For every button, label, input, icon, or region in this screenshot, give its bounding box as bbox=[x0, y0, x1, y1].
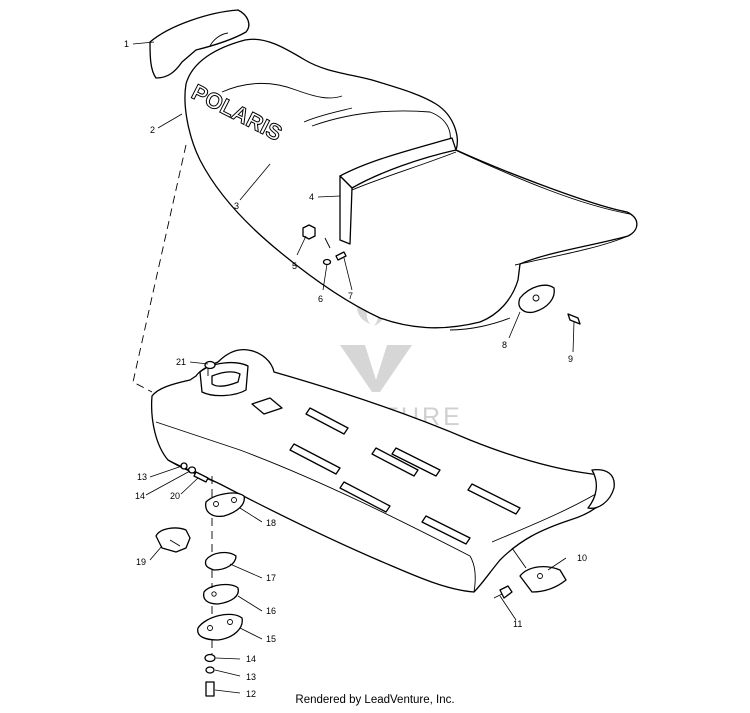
callout-8: 8 bbox=[502, 340, 507, 350]
callout-16: 16 bbox=[266, 606, 276, 616]
callout-13-lower: 13 bbox=[246, 672, 256, 682]
seat-assembly-part-2 bbox=[184, 38, 638, 331]
rear-bracket-part-10 bbox=[511, 547, 567, 593]
callout-20: 20 bbox=[170, 491, 180, 501]
callout-21: 21 bbox=[176, 357, 186, 367]
plate-part-16 bbox=[202, 583, 239, 605]
callout-10: 10 bbox=[577, 553, 587, 563]
callout-9: 9 bbox=[568, 354, 573, 364]
callout-4: 4 bbox=[309, 192, 314, 202]
callout-15: 15 bbox=[266, 634, 276, 644]
callout-6: 6 bbox=[318, 294, 323, 304]
hardware-parts-13-14-20-upper bbox=[180, 462, 209, 483]
callout-3: 3 bbox=[234, 201, 239, 211]
seat-pan-base bbox=[150, 348, 615, 593]
leader-lines bbox=[132, 41, 575, 694]
alignment-dashed-line bbox=[132, 144, 187, 393]
seat-latch-bracket-part-8 bbox=[518, 284, 581, 325]
callout-14-lower: 14 bbox=[246, 654, 256, 664]
callout-7: 7 bbox=[348, 291, 353, 301]
footer-credit: Rendered by LeadVenture, Inc. bbox=[295, 694, 455, 706]
callout-18: 18 bbox=[266, 518, 276, 528]
callout-11: 11 bbox=[513, 619, 522, 629]
callout-17: 17 bbox=[266, 573, 276, 583]
callout-19: 19 bbox=[136, 557, 146, 567]
callout-13-upper: 13 bbox=[137, 472, 147, 482]
callout-2: 2 bbox=[150, 125, 155, 135]
callout-5: 5 bbox=[292, 261, 297, 271]
callout-numbers: 1 2 3 4 5 6 7 8 9 10 11 12 13 13 14 14 1… bbox=[124, 39, 587, 699]
callout-12: 12 bbox=[246, 689, 256, 699]
latch-hook-part-19 bbox=[155, 527, 191, 553]
hardware-part-21 bbox=[204, 360, 216, 376]
spring-part-17 bbox=[204, 551, 237, 571]
callout-1: 1 bbox=[124, 39, 129, 49]
fasteners-parts-12-13-14 bbox=[204, 653, 216, 697]
plate-part-15 bbox=[197, 613, 243, 641]
latch-plate-part-18 bbox=[205, 492, 245, 518]
seat-cowl-part-1 bbox=[149, 9, 250, 79]
fastener-part-11 bbox=[493, 585, 513, 599]
callout-14-upper: 14 bbox=[135, 491, 145, 501]
